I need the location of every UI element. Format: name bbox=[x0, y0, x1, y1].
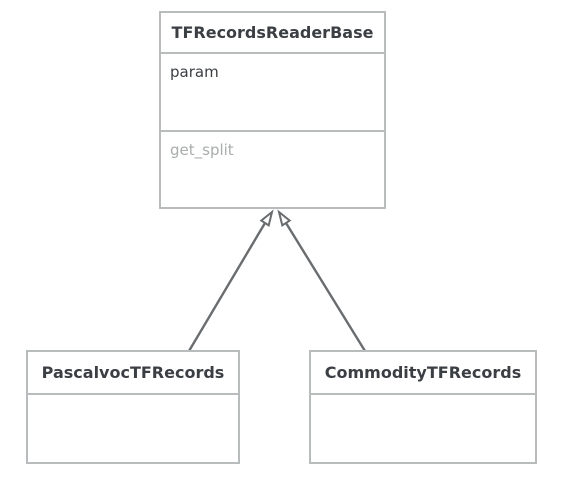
methods-section: get_split bbox=[161, 132, 384, 160]
class-pascalvoc-tfrecords[interactable]: PascalvocTFRecords bbox=[26, 350, 240, 464]
class-commodity-tfrecords[interactable]: CommodityTFRecords bbox=[309, 350, 537, 464]
attributes-section: param bbox=[161, 54, 384, 132]
class-tfrecords-reader-base[interactable]: TFRecordsReaderBase param get_split bbox=[159, 11, 386, 209]
class-name-tfrecords-reader-base: TFRecordsReaderBase bbox=[161, 13, 384, 54]
pascalvoc-body-divider bbox=[28, 393, 238, 395]
class-name-pascalvoc-tfrecords: PascalvocTFRecords bbox=[41, 363, 225, 382]
pascalvoc-inheritance-arrowhead bbox=[259, 209, 274, 228]
pascalvoc-inheritance-line bbox=[187, 221, 267, 353]
attribute-param: param bbox=[170, 63, 219, 81]
class-name-commodity-tfrecords: CommodityTFRecords bbox=[324, 363, 522, 382]
commodity-inheritance-line bbox=[284, 221, 367, 353]
commodity-inheritance-arrowhead bbox=[277, 209, 292, 228]
method-get-split: get_split bbox=[170, 141, 234, 159]
commodity-body-divider bbox=[311, 393, 535, 395]
